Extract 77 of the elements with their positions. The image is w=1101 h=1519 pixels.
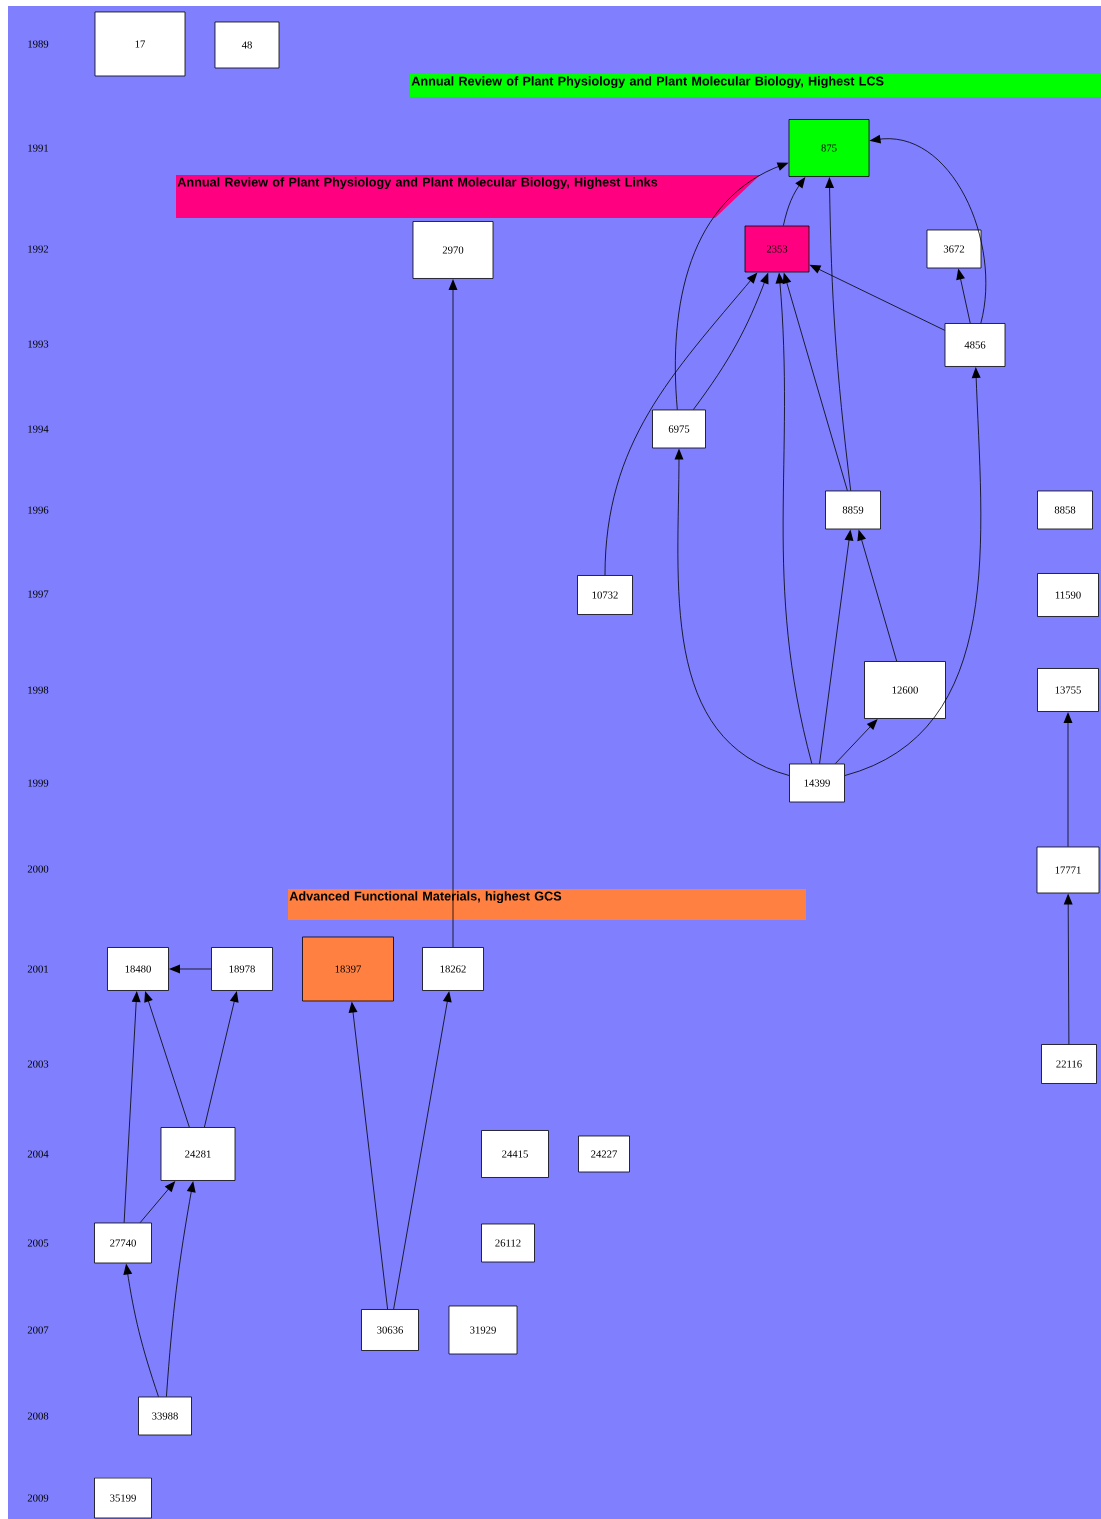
- citation-box: 18978: [211, 947, 273, 991]
- arrow: [869, 134, 987, 324]
- citation-box: 48: [214, 21, 280, 69]
- year-label: 1992: [28, 245, 49, 253]
- arrow: [204, 990, 239, 1128]
- citation-box: 875: [788, 119, 870, 177]
- arrow: [1063, 893, 1073, 1045]
- banner: Advanced Functional Materials, highest GCS: [288, 889, 806, 920]
- arrow: [166, 1180, 196, 1397]
- year-label: 2009: [27, 1494, 49, 1502]
- arrow: [857, 529, 898, 662]
- citation-box: 11590: [1037, 573, 1099, 617]
- citation-box: 24281: [160, 1127, 236, 1181]
- arrow: [775, 272, 813, 764]
- year-label: 2000: [27, 865, 49, 873]
- arrow: [123, 1263, 159, 1397]
- year-label: 2005: [27, 1239, 49, 1247]
- citation-box: 14399: [789, 763, 845, 803]
- citation-box: 2353: [744, 225, 810, 273]
- citation-box: 2970: [412, 221, 494, 279]
- year-label: 1994: [28, 425, 49, 433]
- arrow: [139, 1180, 176, 1223]
- arrow: [809, 264, 945, 331]
- citation-box: 18397: [302, 936, 394, 1002]
- citation-box: 8858: [1037, 490, 1093, 530]
- year-label: 2001: [27, 965, 48, 973]
- citation-box: 8859: [825, 490, 881, 530]
- arrow: [692, 272, 769, 410]
- arrow: [819, 529, 854, 764]
- year-label: 1998: [28, 686, 49, 694]
- arrow: [393, 990, 452, 1310]
- year-label: 2008: [27, 1412, 49, 1420]
- citation-box: 6975: [652, 409, 706, 449]
- arrow: [1063, 711, 1073, 847]
- arrow: [144, 990, 190, 1128]
- year-label: 1999: [28, 779, 49, 787]
- banner: Annual Review of Plant Physiology and Plant Molecular Biology, Highest LCS: [410, 74, 1101, 97]
- citation-box: 35199: [94, 1477, 152, 1519]
- year-label: 1989: [28, 40, 49, 48]
- citation-box: 13755: [1037, 668, 1099, 712]
- citation-box: 18480: [107, 947, 169, 991]
- year-label: 2004: [27, 1150, 49, 1158]
- year-label: 1991: [28, 144, 48, 152]
- citation-box: 30636: [361, 1309, 419, 1351]
- arrow: [674, 448, 790, 776]
- year-label: 2003: [27, 1060, 49, 1068]
- year-label: 1993: [28, 340, 49, 348]
- citation-box: 17: [94, 11, 186, 77]
- banner: Annual Review of Plant Physiology and Plant Molecular Biology, Highest Links: [176, 175, 760, 218]
- citation-box: 3672: [926, 229, 982, 269]
- citation-box: 4856: [944, 323, 1006, 367]
- arrow: [834, 718, 878, 764]
- citation-box: 26112: [481, 1223, 535, 1263]
- citation-box: 10732: [577, 575, 633, 615]
- year-label: 2007: [27, 1326, 49, 1334]
- arrow: [604, 272, 758, 576]
- arrow: [782, 272, 848, 491]
- arrow: [348, 1001, 388, 1310]
- citation-box: 17771: [1036, 846, 1100, 894]
- citation-box: 24227: [578, 1135, 630, 1173]
- arrow: [675, 162, 789, 410]
- year-label: 1997: [28, 590, 49, 598]
- citation-box: 12600: [864, 661, 946, 719]
- citation-box: 18262: [422, 947, 484, 991]
- arrow: [956, 268, 971, 324]
- arrow: [825, 176, 852, 491]
- arrow: [168, 964, 212, 974]
- citation-box: 31929: [448, 1305, 518, 1355]
- citation-box: 24415: [481, 1130, 549, 1178]
- arrow: [783, 176, 806, 226]
- arrow: [123, 990, 141, 1223]
- citation-box: 33988: [138, 1396, 192, 1436]
- arrow: [448, 278, 458, 948]
- arrow: [844, 366, 982, 776]
- citation-box: 22116: [1041, 1044, 1097, 1084]
- citation-box: 27740: [94, 1222, 152, 1264]
- year-label: 1996: [28, 506, 49, 514]
